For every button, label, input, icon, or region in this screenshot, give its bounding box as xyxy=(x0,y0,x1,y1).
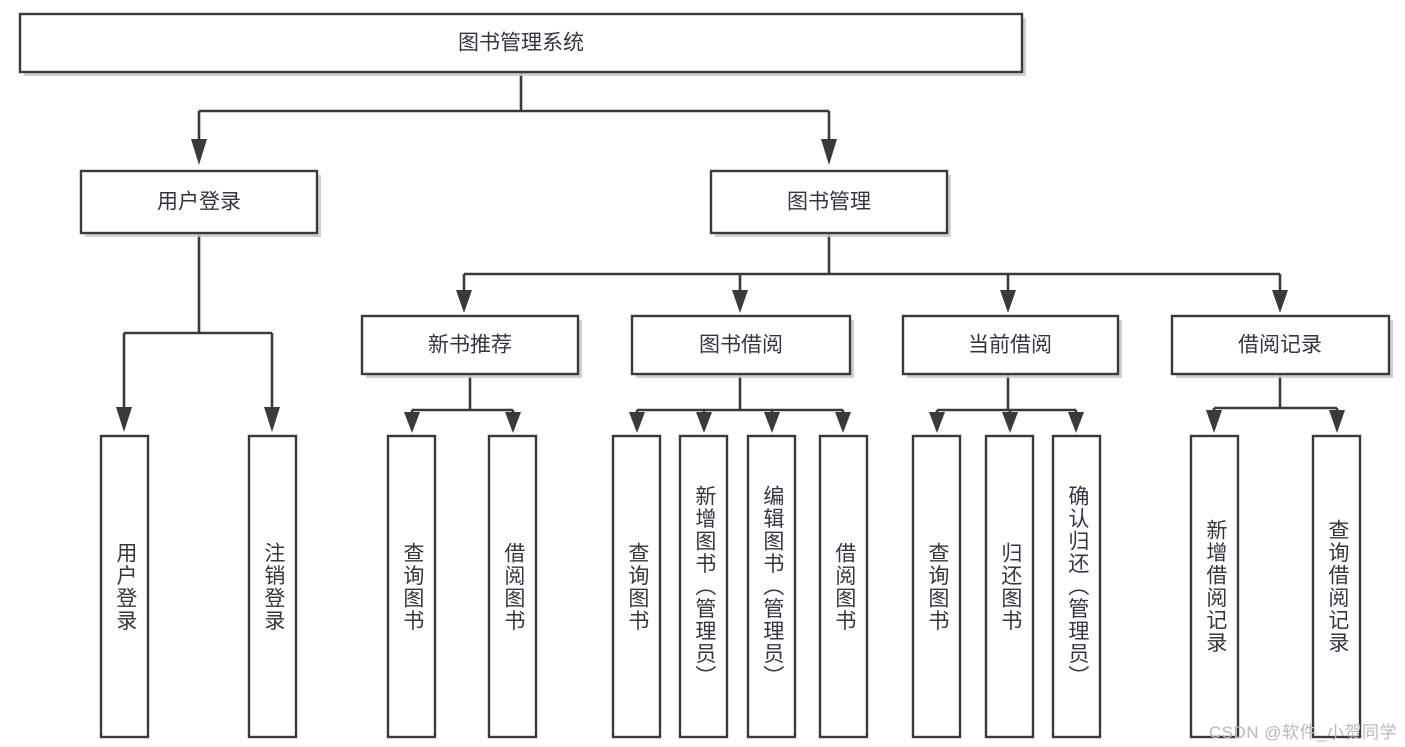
arrow-br-l1-icon xyxy=(1206,410,1222,433)
arrow-nbr-l1-icon xyxy=(404,412,420,433)
node-root-label: 图书管理系统 xyxy=(458,32,584,55)
node-book-borrow-box[interactable] xyxy=(630,314,852,376)
connector-group-new-book-recommend xyxy=(404,374,521,433)
arrow-user-login-l2-icon xyxy=(264,407,280,432)
leaf-query-book-borrow-box[interactable] xyxy=(611,434,662,739)
node-current-borrow-label: 当前借阅 xyxy=(968,334,1052,357)
arrow-user-login-l1-icon xyxy=(116,407,132,432)
leaf-edit-book-admin-box[interactable] xyxy=(746,434,797,739)
arrow-cb-l2-icon xyxy=(1002,412,1018,433)
node-book-manage[interactable]: 图书管理 xyxy=(709,169,951,237)
arrow-cb-l1-icon xyxy=(929,412,945,433)
leaf-borrow-book-rec-box[interactable] xyxy=(487,434,538,739)
arrow-nbr-l2-icon xyxy=(505,412,521,433)
node-user-login[interactable]: 用户登录 xyxy=(79,169,321,237)
leaf-add-borrow-record-box[interactable] xyxy=(1189,434,1240,739)
leaf-confirm-return-admin-box[interactable] xyxy=(1051,434,1102,739)
arrow-root-to-user-login-icon xyxy=(191,139,207,165)
arrow-bm-c1-icon xyxy=(456,290,472,313)
node-book-borrow[interactable]: 图书借阅 xyxy=(630,314,854,378)
node-new-book-recommend[interactable]: 新书推荐 xyxy=(360,314,582,378)
node-borrow-record-label: 借阅记录 xyxy=(1238,334,1322,357)
connector-group-current-borrow xyxy=(929,374,1084,433)
node-current-borrow[interactable]: 当前借阅 xyxy=(901,314,1122,378)
leaf-query-borrow-record-box[interactable] xyxy=(1311,434,1362,739)
leaf-query-book-current-box[interactable] xyxy=(911,434,962,739)
node-borrow-record[interactable]: 借阅记录 xyxy=(1170,314,1393,378)
arrow-root-to-book-manage-icon xyxy=(821,139,837,165)
node-user-login-box[interactable] xyxy=(79,169,319,235)
arrow-cb-l3-icon xyxy=(1068,412,1084,433)
arrow-bb-l1-icon xyxy=(629,412,645,433)
arrow-bm-c2-icon xyxy=(732,290,748,313)
node-borrow-record-box[interactable] xyxy=(1170,314,1391,376)
node-root[interactable]: 图书管理系统 xyxy=(18,12,1026,76)
arrow-bb-l4-icon xyxy=(835,412,851,433)
arrow-bm-c4-icon xyxy=(1272,290,1288,313)
connector-group-user-login xyxy=(116,233,280,432)
csdn-watermark: CSDN @软件_小贺同学 xyxy=(1208,723,1397,742)
connector-group-borrow-record xyxy=(1206,374,1345,433)
node-book-manage-box[interactable] xyxy=(709,169,949,235)
leaf-query-book-rec-box[interactable] xyxy=(386,434,437,739)
node-user-login-label: 用户登录 xyxy=(157,191,241,214)
leaf-nodes-group xyxy=(99,434,1362,739)
node-current-borrow-box[interactable] xyxy=(901,314,1120,376)
node-new-book-recommend-label: 新书推荐 xyxy=(428,334,512,357)
connector-group-book-manage xyxy=(456,233,1288,313)
connector-group-root xyxy=(191,72,837,165)
node-book-manage-label: 图书管理 xyxy=(787,191,871,214)
node-new-book-recommend-box[interactable] xyxy=(360,314,580,376)
arrow-br-l2-icon xyxy=(1329,410,1345,433)
arrow-bb-l2-icon xyxy=(696,412,712,433)
leaf-user-login-box[interactable] xyxy=(99,434,150,739)
arrow-bm-c3-icon xyxy=(1000,290,1016,313)
leaf-borrow-book-box[interactable] xyxy=(818,434,869,739)
leaf-logout-box[interactable] xyxy=(247,434,298,739)
node-root-box[interactable] xyxy=(18,12,1024,74)
leaf-return-book-box[interactable] xyxy=(984,434,1035,739)
leaf-add-book-admin-box[interactable] xyxy=(678,434,729,739)
node-book-borrow-label: 图书借阅 xyxy=(699,334,783,357)
arrow-bb-l3-icon xyxy=(764,412,780,433)
connector-group-book-borrow xyxy=(629,374,851,433)
